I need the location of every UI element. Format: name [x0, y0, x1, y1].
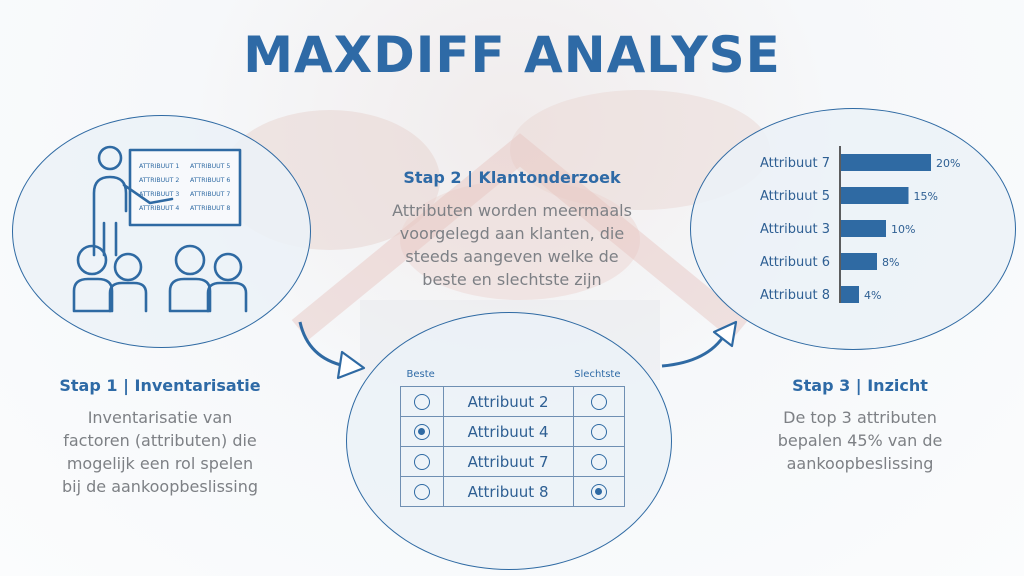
step1-ellipse — [12, 115, 311, 348]
best-radio[interactable] — [413, 423, 430, 440]
step2-line: steeds aangeven welke de — [405, 247, 619, 266]
step2-text: Attributen worden meermaals voorgelegd a… — [352, 199, 672, 291]
worst-radio[interactable] — [590, 483, 607, 500]
step1-line: mogelijk een rol spelen — [66, 454, 254, 473]
step3-line: De top 3 attributen — [783, 408, 937, 427]
attribute-label: Attribuut 8 — [442, 476, 574, 507]
arrow-right-down-icon — [298, 321, 366, 380]
step3-line: aankoopbeslissing — [786, 454, 934, 473]
page-title: MAXDIFF ANALYSE — [243, 26, 781, 84]
step1-title: Stap 1 | Inventarisatie — [59, 376, 261, 395]
worst-radio[interactable] — [590, 423, 607, 440]
table-row: Attribuut 2 — [400, 386, 626, 417]
table-row: Attribuut 8 — [400, 476, 626, 507]
step2-line: Attributen worden meermaals — [392, 201, 632, 220]
best-header: Beste — [406, 368, 435, 380]
step1-text: Inventarisatie van factoren (attributen)… — [30, 406, 290, 498]
step1-line: bij de aankoopbeslissing — [61, 477, 259, 496]
step1-line: Inventarisatie van — [87, 408, 233, 427]
arrow-right-up-icon — [661, 320, 738, 368]
step2-line: beste en slechtste zijn — [422, 270, 602, 289]
table-row: Attribuut 7 — [400, 446, 626, 477]
table-row: Attribuut 4 — [400, 416, 626, 447]
step2-title: Stap 2 | Klantonderzoek — [403, 168, 621, 187]
maxdiff-table: Beste Slechtste Attribuut 2 Attribuut 4 … — [400, 362, 626, 507]
step3-line: bepalen 45% van de — [777, 431, 943, 450]
worst-header: Slechtste — [574, 368, 621, 380]
attribute-label: Attribuut 7 — [442, 446, 574, 477]
step1-line: factoren (attributen) die — [63, 431, 257, 450]
step2-line: voorgelegd aan klanten, die — [399, 224, 625, 243]
attribute-label: Attribuut 4 — [442, 416, 574, 447]
step3-title: Stap 3 | Inzicht — [792, 376, 928, 395]
worst-radio[interactable] — [590, 453, 607, 470]
best-radio[interactable] — [413, 453, 430, 470]
step3-text: De top 3 attributen bepalen 45% van de a… — [730, 406, 990, 475]
step3-ellipse — [690, 108, 1016, 350]
worst-radio[interactable] — [590, 393, 607, 410]
best-radio[interactable] — [413, 483, 430, 500]
best-radio[interactable] — [413, 393, 430, 410]
attribute-label: Attribuut 2 — [442, 386, 574, 417]
